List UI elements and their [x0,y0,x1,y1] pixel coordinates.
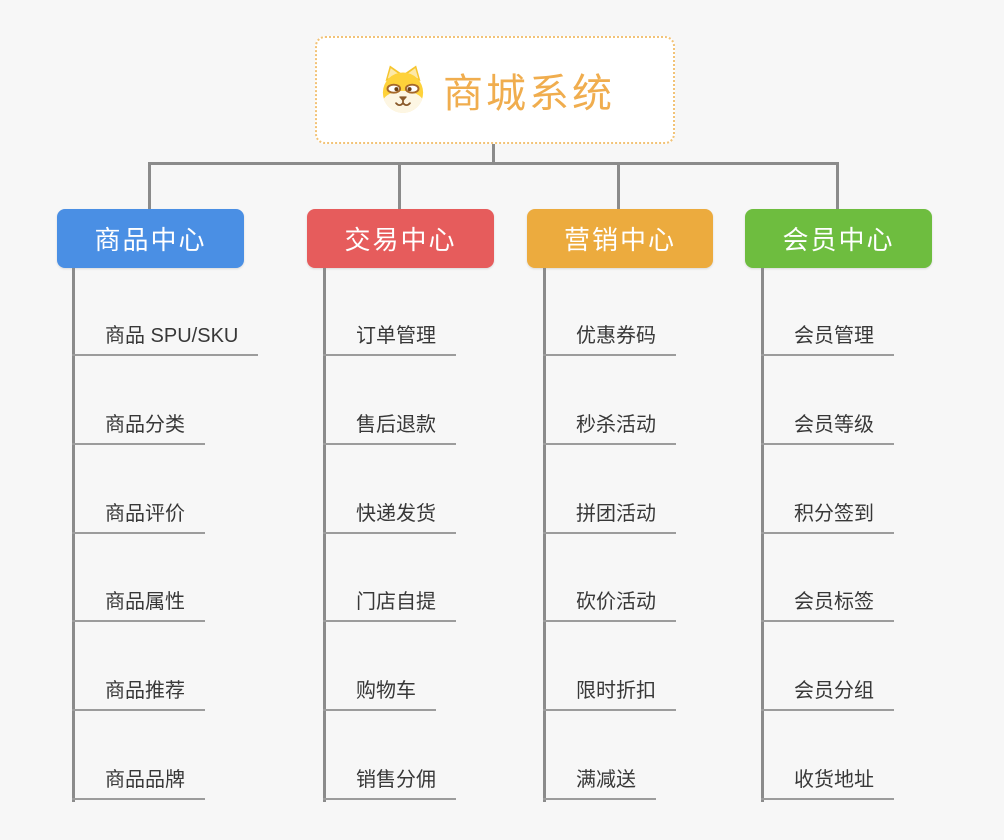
leaf-node[interactable]: 商品 SPU/SKU [72,316,259,356]
leaf-node[interactable]: 售后退款 [323,405,456,445]
leaf-node[interactable]: 快递发货 [323,494,456,534]
root-node[interactable]: 商城系统 [315,36,675,144]
connector-drop-member [836,162,839,209]
leaf-node[interactable]: 商品评价 [72,494,205,534]
leaf-node[interactable]: 满减送 [543,760,656,800]
trunk-marketing-center [543,268,546,802]
connector-drop-marketing [617,162,620,209]
leaf-node[interactable]: 会员标签 [761,582,894,622]
leaf-node[interactable]: 会员分组 [761,671,894,711]
leaf-node[interactable]: 门店自提 [323,582,456,622]
trunk-member-center [761,268,764,802]
branch-node-trade-center[interactable]: 交易中心 [307,209,494,268]
connector-drop-product [148,162,151,209]
leaf-node[interactable]: 砍价活动 [543,582,676,622]
leaf-node[interactable]: 销售分佣 [323,760,456,800]
leaf-node[interactable]: 商品属性 [72,582,205,622]
leaf-node[interactable]: 积分签到 [761,494,894,534]
leaf-node[interactable]: 拼团活动 [543,494,676,534]
leaf-node[interactable]: 商品品牌 [72,760,205,800]
leaf-node[interactable]: 购物车 [323,671,436,711]
connector-root-stem [492,144,495,164]
leaf-node[interactable]: 收货地址 [761,760,894,800]
connector-drop-trade [398,162,401,209]
connector-bus [148,162,839,165]
leaf-node[interactable]: 商品分类 [72,405,205,445]
leaf-node[interactable]: 限时折扣 [543,671,676,711]
root-title: 商城系统 [443,72,615,116]
leaf-node[interactable]: 会员等级 [761,405,894,445]
leaf-node[interactable]: 秒杀活动 [543,405,676,445]
trunk-product-center [72,268,75,802]
branch-node-product-center[interactable]: 商品中心 [57,209,244,268]
branch-node-marketing-center[interactable]: 营销中心 [527,209,713,268]
leaf-node[interactable]: 会员管理 [761,316,894,356]
branch-node-member-center[interactable]: 会员中心 [745,209,932,268]
trunk-trade-center [323,268,326,802]
leaf-node[interactable]: 订单管理 [323,316,456,356]
leaf-node[interactable]: 商品推荐 [72,671,205,711]
leaf-node[interactable]: 优惠券码 [543,316,676,356]
dog-face-icon [382,65,424,114]
